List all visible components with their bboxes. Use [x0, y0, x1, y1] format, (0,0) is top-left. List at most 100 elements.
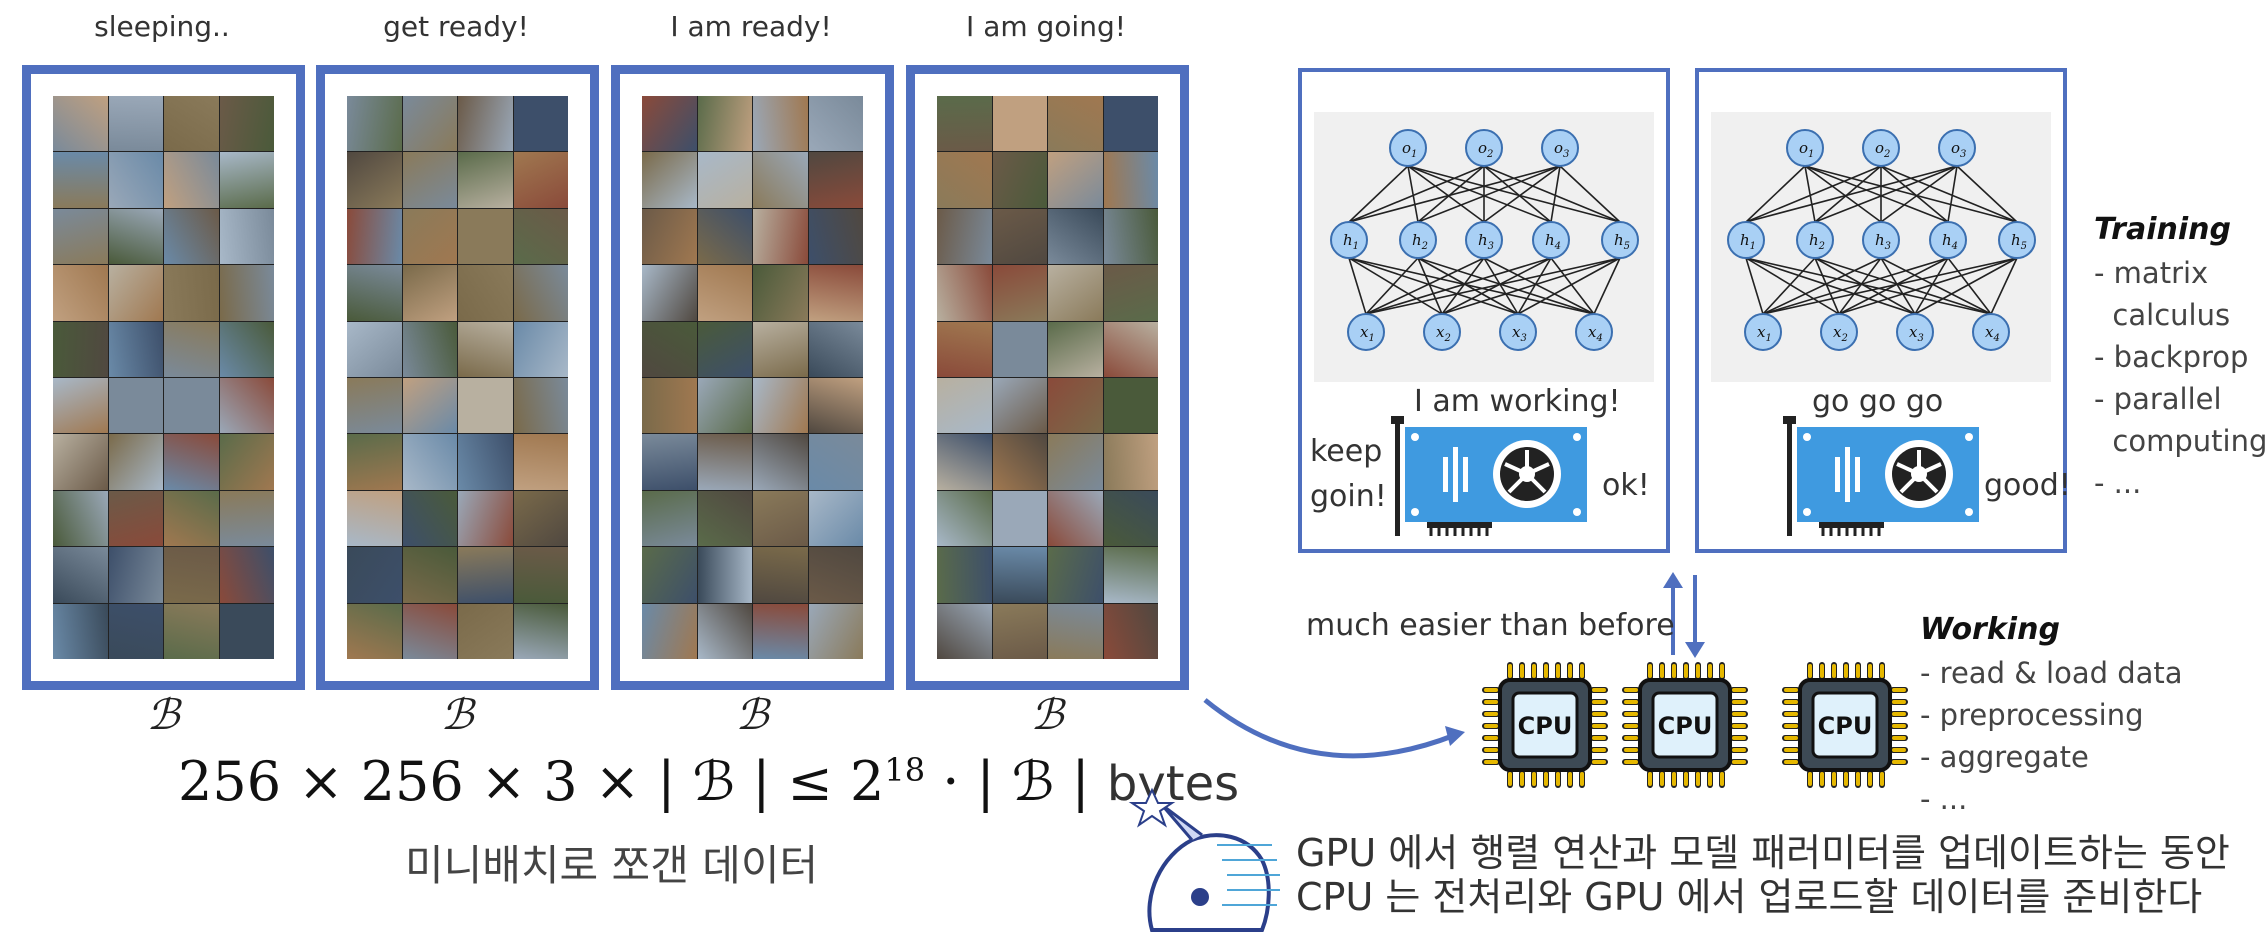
image-thumbnail: [164, 547, 219, 603]
network-edge: [1407, 165, 1621, 223]
image-thumbnail: [347, 603, 402, 659]
image-thumbnail: [219, 490, 274, 547]
image-thumbnail: [219, 152, 274, 208]
footer-line-2: CPU 는 전처리와 GPU 에서 업로드할 데이터를 준비한다: [1296, 875, 2203, 919]
batch-title-4: I am going!: [966, 10, 1126, 43]
image-thumbnail: [808, 265, 863, 321]
network-edge: [1483, 257, 1595, 315]
mascot-icon: [1128, 787, 1280, 932]
training-item: - parallel: [2094, 382, 2222, 416]
network-edge: [1838, 257, 1949, 315]
network-edge: [1407, 165, 1419, 223]
image-thumbnail: [108, 378, 163, 434]
image-thumbnail: [108, 490, 163, 547]
image-thumbnail: [164, 265, 219, 321]
image-thumbnail: [513, 434, 568, 490]
cpu-chip-2: CPU: [1620, 660, 1750, 794]
image-thumbnail: [53, 96, 108, 152]
network-node: [1744, 313, 1782, 351]
network-edge: [1880, 165, 1949, 223]
formula-rhs: · | ℬ |: [925, 750, 1107, 813]
cpu-label: CPU: [1818, 712, 1873, 740]
image-thumbnail: [513, 152, 568, 208]
image-thumbnail: [937, 96, 992, 152]
image-thumbnail: [1103, 434, 1158, 490]
network-node: [1601, 221, 1639, 259]
network-edge: [1947, 165, 1958, 223]
network-edge: [1348, 257, 1595, 315]
image-thumbnail: [697, 434, 752, 490]
working-item: - read & load data: [1920, 656, 2183, 690]
image-thumbnail: [753, 378, 808, 434]
network-edge: [1745, 165, 1882, 223]
image-thumbnail: [164, 434, 219, 490]
minibatch-frame-4: [906, 65, 1189, 690]
network-edge: [1407, 165, 1485, 223]
network-node: [1896, 313, 1934, 351]
image-thumbnail: [458, 208, 513, 265]
image-thumbnail: [753, 434, 808, 490]
image-thumbnail: [697, 603, 752, 659]
image-thumbnail: [937, 208, 992, 265]
network-edge: [1441, 257, 1621, 315]
image-thumbnail: [219, 378, 274, 434]
network-edge: [1417, 257, 1443, 315]
image-thumbnail: [937, 490, 992, 547]
network-edge: [1804, 165, 1816, 223]
up-down-arrows-icon: [1663, 572, 1705, 658]
image-thumbnail: [1103, 378, 1158, 434]
image-thumbnail: [642, 321, 697, 377]
working-list: - read & load data - preprocessing - agg…: [1920, 652, 2183, 820]
cpu-label: CPU: [1518, 712, 1573, 740]
image-thumbnail: [1048, 603, 1103, 659]
network-node: [1862, 221, 1900, 259]
image-thumbnail: [937, 547, 992, 603]
image-thumbnail: [753, 208, 808, 265]
network-edge: [1814, 165, 1882, 223]
cpu-chip-1: CPU: [1480, 660, 1610, 794]
image-thumbnail: [1048, 265, 1103, 321]
image-thumbnail: [164, 490, 219, 547]
gpu-icon: [1783, 416, 1979, 536]
network-node: [1532, 221, 1570, 259]
network-node: [1541, 129, 1579, 167]
network-node: [1347, 313, 1385, 351]
network-edge: [1348, 257, 1443, 315]
image-thumbnail: [458, 96, 513, 152]
image-thumbnail: [697, 547, 752, 603]
image-thumbnail: [808, 434, 863, 490]
network-node: [1499, 313, 1537, 351]
network-edge: [1365, 257, 1621, 315]
training-item: computing: [2094, 424, 2268, 458]
network-edge: [1348, 165, 1561, 223]
network-edge: [1348, 257, 1519, 315]
network-edge: [1745, 257, 1840, 315]
network-edge: [1365, 257, 1552, 315]
image-thumbnail: [53, 378, 108, 434]
footer-line-1: GPU 에서 행렬 연산과 모델 패러미터를 업데이트하는 동안: [1296, 831, 2230, 875]
network-node: [1862, 129, 1900, 167]
image-thumbnail: [458, 321, 513, 377]
network-edge: [1804, 165, 1949, 223]
network-node: [1796, 221, 1834, 259]
image-thumbnail: [219, 96, 274, 152]
image-thumbnail: [53, 434, 108, 490]
working-item: - preprocessing: [1920, 698, 2144, 732]
cpu-icon: CPU: [1622, 662, 1748, 788]
image-thumbnail: [458, 490, 513, 547]
image-thumbnail: [53, 208, 108, 265]
image-thumbnail: [53, 152, 108, 208]
batch-title-2: get ready!: [383, 10, 529, 43]
network-node: [1330, 221, 1368, 259]
image-thumbnail: [1103, 152, 1158, 208]
image-thumbnail: [1103, 603, 1158, 659]
image-thumbnail: [458, 547, 513, 603]
image-thumbnail: [513, 321, 568, 377]
cpu-icon: CPU: [1782, 662, 1908, 788]
image-thumbnail: [753, 547, 808, 603]
image-thumbnail: [1103, 490, 1158, 547]
image-thumbnail: [992, 434, 1047, 490]
cpu-chip-3: CPU: [1780, 660, 1910, 794]
network-node: [1389, 129, 1427, 167]
image-thumbnail: [1048, 321, 1103, 377]
